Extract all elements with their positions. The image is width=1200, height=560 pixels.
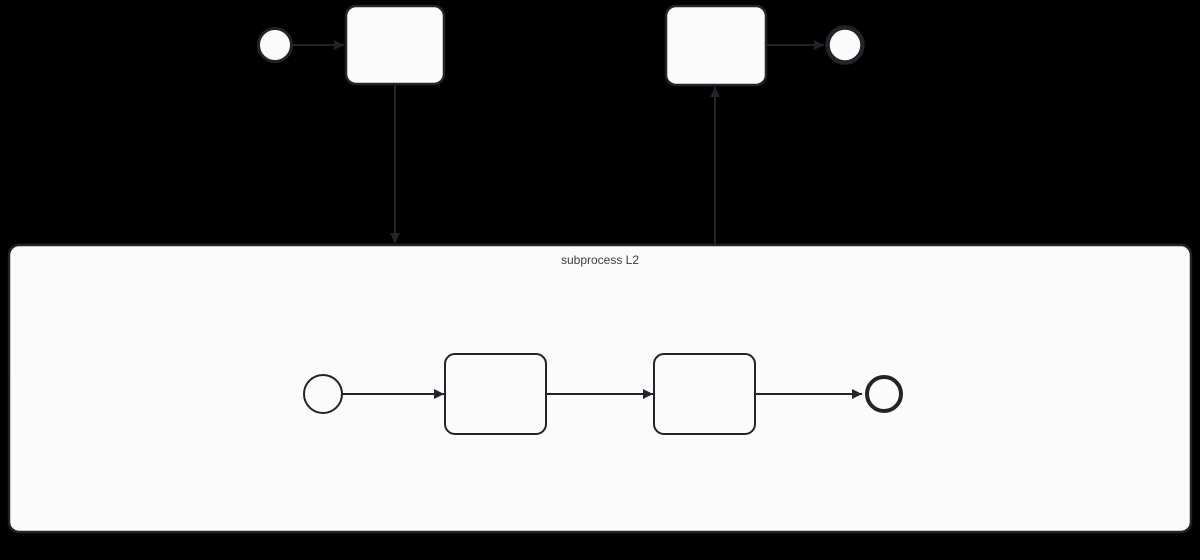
sub-task-2[interactable]: [653, 353, 756, 435]
main-start-event[interactable]: [257, 27, 293, 63]
sub-start-event[interactable]: [303, 374, 343, 414]
main-task-1[interactable]: [344, 4, 446, 86]
subprocess-container[interactable]: [7, 243, 1193, 534]
sub-end-event[interactable]: [865, 375, 903, 413]
main-task-2[interactable]: [664, 4, 768, 87]
main-end-event[interactable]: [825, 25, 865, 65]
subprocess-label: subprocess L2: [561, 253, 639, 267]
sub-task-1[interactable]: [444, 353, 547, 435]
